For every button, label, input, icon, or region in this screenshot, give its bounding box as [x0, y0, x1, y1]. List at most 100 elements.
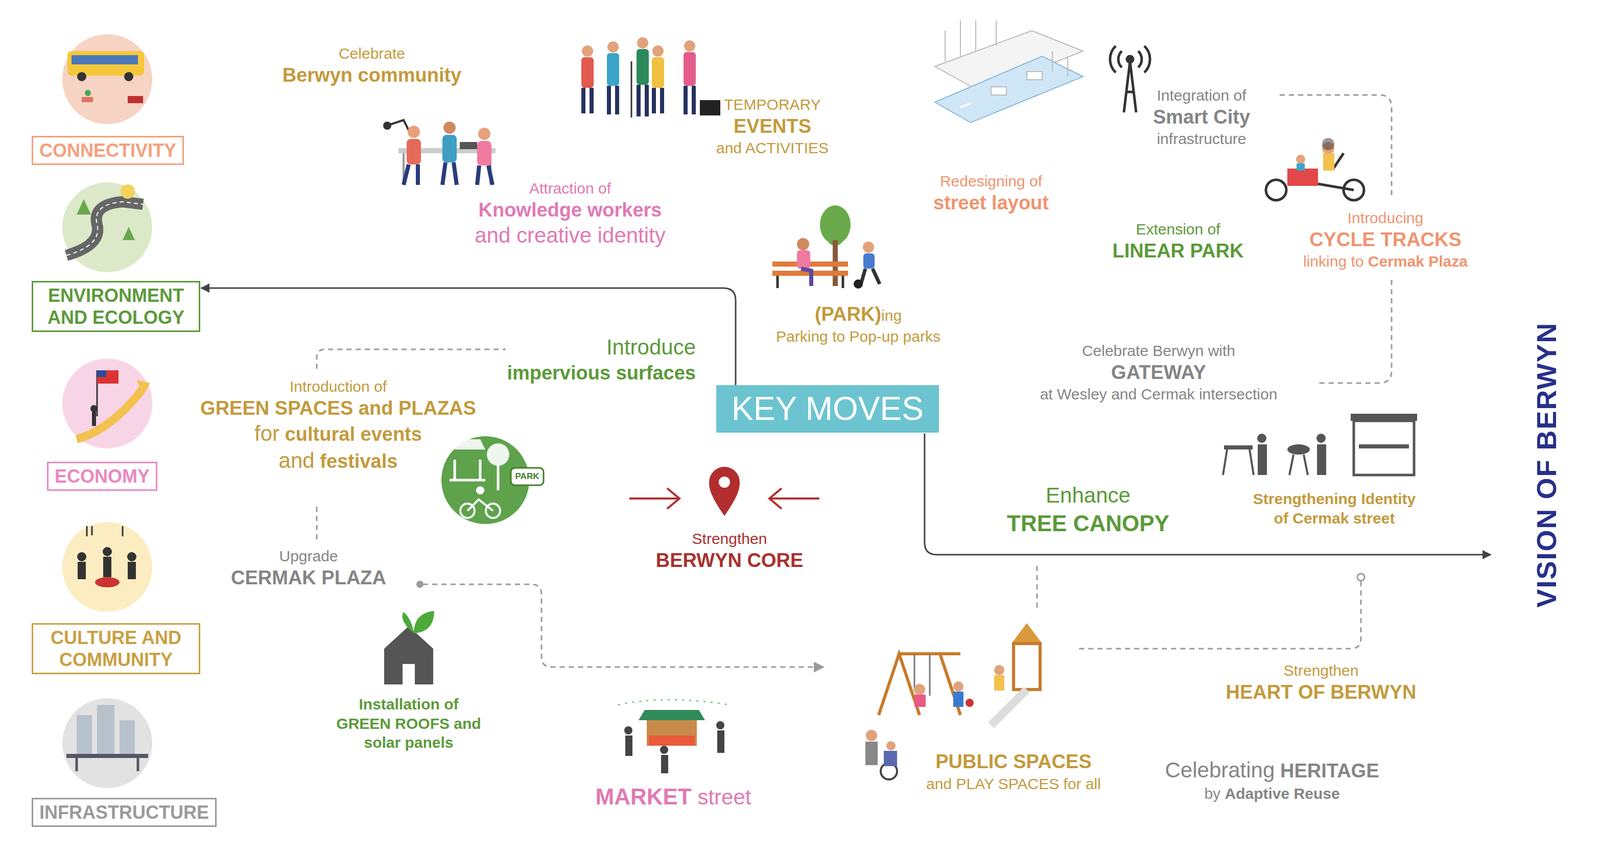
drawing-part	[709, 466, 740, 516]
stalls-icon	[1222, 413, 1418, 476]
drawing-part	[860, 268, 880, 287]
label-text: BERWYN CORE	[655, 549, 804, 572]
drawing-part	[637, 37, 649, 49]
label-text: GREEN SPACES and PLAZAS	[200, 397, 477, 419]
drawing-part	[801, 268, 812, 287]
leader-dot	[1357, 573, 1365, 581]
drawing-part	[769, 488, 820, 509]
label-text: Parking to Pop-up parks	[775, 327, 941, 345]
label-line: Celebrate	[282, 43, 462, 64]
label-text: and PLAY SPACES for all	[926, 775, 1101, 793]
drawing-part	[124, 72, 134, 82]
label-text: TREE CANOPY	[1006, 510, 1170, 536]
label-text: Introducing	[1347, 209, 1424, 227]
drawing-part	[886, 741, 896, 751]
label-line: and creative identity	[474, 222, 666, 250]
label-line: Introducing	[1303, 208, 1468, 228]
label-text: Adaptive Reuse	[1225, 785, 1340, 803]
infrastructure-icon	[62, 698, 153, 789]
label-line: forcultural events	[200, 420, 477, 448]
drawing-part	[819, 205, 851, 245]
box-text: ENVIRONMENT AND ECOLOGY	[39, 284, 193, 329]
drawing-part	[796, 250, 811, 269]
drawing-part	[459, 142, 478, 150]
label-text: for	[254, 421, 280, 446]
drawing-part	[477, 165, 493, 185]
drawing-part	[402, 664, 415, 685]
label-line: CYCLE TRACKS	[1303, 227, 1468, 253]
label-line: Integration of	[1153, 85, 1251, 106]
drawing-part	[624, 726, 633, 735]
label-line: at Wesley and Cermak intersection	[1040, 384, 1278, 405]
drawing-part	[71, 55, 138, 65]
drawing-part	[1110, 45, 1150, 73]
drawing-part	[914, 654, 930, 696]
label-text: Enhance	[1045, 483, 1131, 508]
key-move-label: CelebrateBerwyn community	[282, 43, 462, 88]
drawing-part	[991, 86, 1007, 96]
drawing-part	[127, 552, 137, 562]
label-text: PARK	[515, 471, 540, 482]
label-line: Smart City	[1153, 105, 1251, 130]
box-text: CONNECTIVITY	[39, 139, 177, 162]
label-text: TEMPORARY	[723, 96, 821, 113]
drawing-part	[62, 358, 153, 449]
drawing-part	[1257, 433, 1267, 443]
drawing-part	[1318, 153, 1354, 191]
label-line: Parking to Pop-up parks	[775, 326, 941, 347]
key-move-label: Redesigning ofstreet layout	[933, 171, 1049, 216]
label-text: CERMAK PLAZA	[230, 567, 387, 589]
drawing-part	[383, 121, 392, 130]
key-moves-box: KEY MOVES	[716, 385, 939, 433]
drawing-part	[76, 715, 92, 757]
drawing-part	[606, 53, 620, 86]
drawing-part	[646, 720, 697, 746]
drawing-part	[629, 488, 680, 509]
label-text: linking to	[1303, 252, 1364, 270]
drawing-part	[1316, 444, 1327, 476]
category-box: ECONOMY	[46, 461, 158, 491]
drawing-part	[316, 349, 506, 369]
label-line: CERMAK PLAZA	[230, 566, 387, 591]
drawing-part	[1287, 168, 1319, 186]
label-text: MARKET	[595, 784, 692, 810]
drawing-part	[476, 486, 485, 495]
drawing-part	[853, 279, 863, 289]
drawing-part	[862, 241, 875, 253]
drawing-part	[81, 97, 93, 103]
drawing-part	[581, 45, 594, 57]
label-line: PARK	[515, 471, 540, 482]
drawing-part	[477, 140, 492, 166]
green-space-icon	[441, 436, 544, 525]
key-move-label: Introduceimpervious surfaces	[506, 334, 696, 386]
label-line: GATEWAY	[1040, 360, 1278, 386]
leader-dot	[416, 580, 424, 588]
drawing-part	[1026, 71, 1043, 80]
label-text: Smart City	[1153, 106, 1251, 128]
key-move-label: Extension ofLINEAR PARK	[1112, 219, 1244, 264]
drawing-part	[994, 665, 1005, 676]
key-move-label: Integration ofSmart Cityinfrastructure	[1153, 85, 1251, 149]
drawing-part	[638, 710, 705, 721]
label-text: HERITAGE	[1280, 760, 1380, 782]
label-line: TEMPORARY	[716, 95, 829, 115]
drawing-part	[449, 459, 486, 481]
drawing-part	[630, 61, 633, 118]
drawing-part	[636, 49, 649, 85]
label-text: at Wesley and Cermak intersection	[1040, 385, 1278, 403]
drawing-part	[1296, 163, 1305, 171]
label-text: street	[697, 785, 751, 810]
drawing-part	[865, 741, 878, 766]
label-text: Celebrating	[1165, 758, 1276, 783]
drawing-part	[384, 626, 434, 685]
drawing-part	[388, 120, 409, 131]
box-text: INFRASTRUCTURE	[39, 801, 209, 824]
drawing-part	[865, 730, 878, 742]
drawing-part	[467, 499, 493, 511]
label-text: Strengthening	[1253, 490, 1357, 508]
drawing-part	[1279, 95, 1392, 196]
key-move-label: Introduction ofGREEN SPACES and PLAZASfo…	[200, 377, 477, 475]
drawing-part	[120, 184, 135, 199]
drawing-part	[717, 730, 725, 754]
